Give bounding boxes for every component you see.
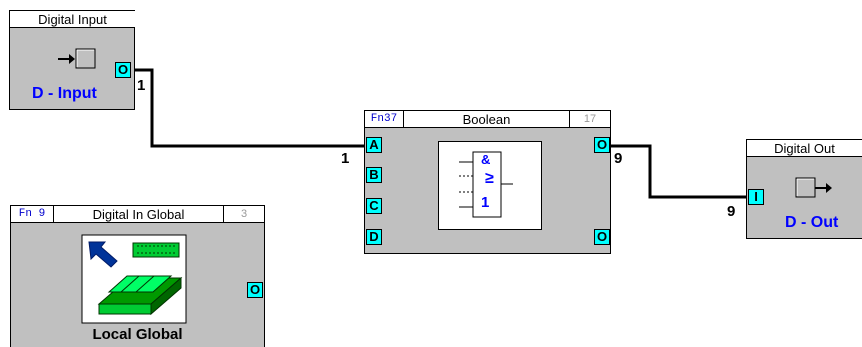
wire-label-input: 1 (137, 77, 146, 94)
wire-input-to-boolean (133, 68, 364, 148)
digital-out-title: Digital Out (774, 141, 835, 156)
digital-out-header: Digital Out (747, 140, 862, 157)
boolean-num: 17 (569, 111, 610, 127)
boolean-block[interactable]: Fn37 Boolean 17 A B C D O O & ≥ 1 (364, 110, 611, 254)
boolean-header: Fn37 Boolean 17 (365, 111, 610, 128)
output-arrow-icon (795, 177, 832, 198)
digital-out-input-port[interactable]: I (748, 189, 764, 205)
digital-out-block[interactable]: Digital Out I D - Out (746, 139, 862, 239)
digital-in-global-label: Local Global (92, 326, 183, 343)
logic-gate-icon: & ≥ 1 (438, 141, 542, 230)
digital-in-global-header: Fn 9 Digital In Global 3 (11, 206, 264, 223)
digital-input-label: D - Input (32, 85, 97, 102)
digital-input-title: Digital Input (38, 12, 107, 27)
wire-label-out: 9 (727, 203, 736, 220)
wire-boolean-to-out (610, 144, 748, 199)
logic-one-symbol: 1 (481, 194, 490, 211)
digital-in-global-fn: Fn 9 (11, 206, 54, 222)
digital-in-global-block[interactable]: Fn 9 Digital In Global 3 O Local Global (10, 205, 265, 347)
logic-gate-lines (459, 151, 513, 218)
digital-out-label: D - Out (785, 214, 839, 231)
wire-label-boolean-out: 9 (614, 150, 623, 167)
digital-input-header: Digital Input (10, 11, 135, 28)
digital-in-global-output-port[interactable]: O (247, 282, 263, 298)
boolean-fn: Fn37 (365, 111, 404, 127)
boolean-input-b[interactable]: B (366, 167, 382, 183)
logic-ge-symbol: ≥ (485, 170, 494, 187)
boolean-input-c[interactable]: C (366, 198, 382, 214)
boolean-title: Boolean (462, 112, 511, 127)
boolean-output-2[interactable]: O (594, 229, 610, 245)
digital-in-global-num: 3 (223, 206, 264, 222)
digital-input-output-port[interactable]: O (115, 62, 131, 78)
digital-input-block[interactable]: Digital Input O D - Input (9, 10, 135, 110)
input-arrow-icon (58, 48, 96, 69)
wire-label-boolean-in: 1 (341, 150, 350, 167)
boolean-input-d[interactable]: D (366, 229, 382, 245)
local-global-module-icon (81, 234, 187, 324)
logic-and-symbol: & (481, 152, 491, 167)
boolean-input-a[interactable]: A (366, 137, 382, 153)
boolean-output-1[interactable]: O (594, 137, 610, 153)
digital-in-global-title: Digital In Global (92, 207, 185, 222)
